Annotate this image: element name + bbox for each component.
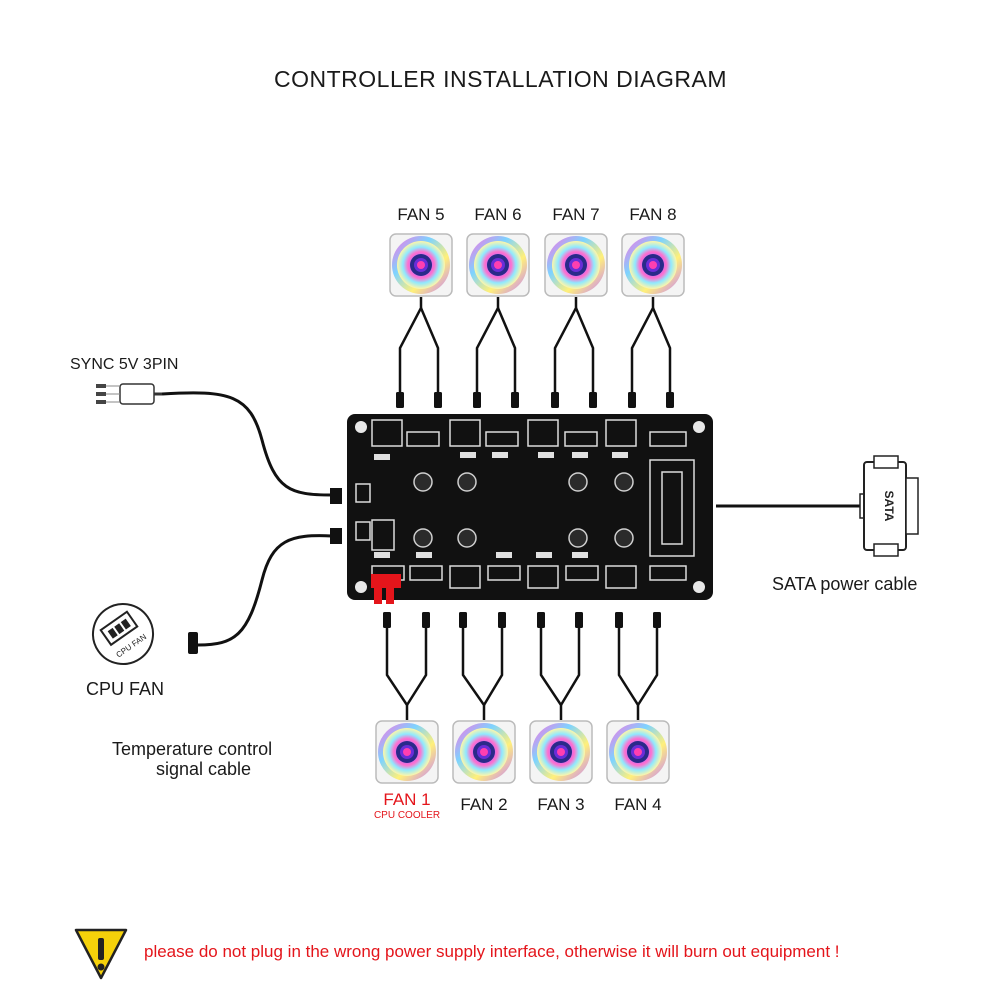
fan-2-image	[452, 720, 516, 784]
sync-cable	[161, 391, 333, 497]
bottom-fan-cables	[385, 628, 659, 720]
diagram-title: CONTROLLER INSTALLATION DIAGRAM	[274, 66, 727, 92]
bottom-plugs	[383, 612, 661, 628]
fan-8-label: FAN 8	[629, 205, 677, 224]
cpu-fan-plug	[188, 632, 198, 654]
fan-3-label: FAN 3	[537, 795, 585, 814]
fan-1-sublabel: CPU COOLER	[373, 810, 441, 821]
temp-plug	[330, 528, 342, 544]
top-plugs	[396, 392, 674, 408]
sync-connector	[96, 383, 162, 405]
fan-7-image	[544, 233, 608, 297]
cpu-fan-header-icon: CPU FAN	[92, 603, 154, 665]
fan-1-image	[375, 720, 439, 784]
cpu-fan-label: CPU FAN	[86, 679, 165, 699]
fan-6-label: FAN 6	[474, 205, 522, 224]
fan-7-label: FAN 7	[552, 205, 600, 224]
fan-4-image	[606, 720, 670, 784]
svg-text:SATA: SATA	[882, 491, 896, 522]
sata-connector-icon: SATA	[859, 455, 919, 557]
fan-3-image	[529, 720, 593, 784]
fan-4-label: FAN 4	[614, 795, 662, 814]
fan-5-image	[389, 233, 453, 297]
warning-icon	[74, 928, 128, 980]
fan-2-label: FAN 2	[460, 795, 508, 814]
fan-8-image	[621, 233, 685, 297]
temp-signal-cable	[197, 534, 333, 647]
temp-label-line2: signal cable	[156, 759, 252, 779]
fan-6-image	[466, 233, 530, 297]
warning-text: please do not plug in the wrong power su…	[144, 942, 840, 961]
controller-board	[347, 414, 713, 604]
fan-1-label: FAN 1	[383, 790, 431, 809]
top-fan-cables	[398, 297, 672, 395]
sync-plug	[330, 488, 342, 504]
temp-label-line1: Temperature control	[112, 739, 273, 759]
sata-label: SATA power cable	[772, 574, 918, 594]
fan-5-label: FAN 5	[397, 205, 445, 224]
sync-label: SYNC 5V 3PIN	[70, 356, 179, 373]
